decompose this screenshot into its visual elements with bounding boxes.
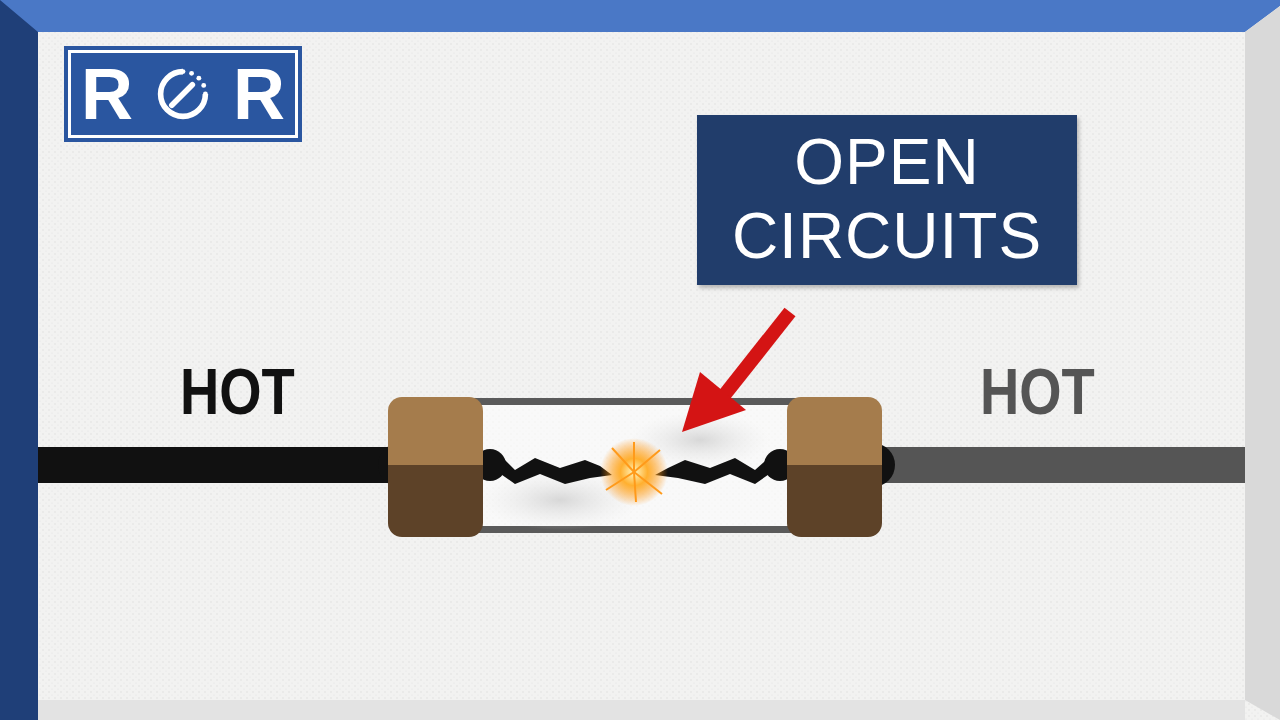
frame-right [1245, 6, 1280, 720]
wire-label: HOT [980, 360, 1095, 424]
frame-left [0, 0, 38, 720]
pointer-arrow [722, 312, 790, 398]
fuse-glass [470, 400, 800, 532]
hot-wire-right [875, 447, 1245, 483]
spark [600, 438, 668, 506]
callout-box: OPEN CIRCUITS [697, 115, 1077, 285]
logo-gauge-icon [155, 66, 211, 122]
glass-top-edge [470, 398, 800, 405]
fuse-cap-right [787, 397, 882, 467]
logo-letter: R [81, 58, 133, 130]
glass-bottom-edge [470, 526, 800, 533]
fuse-cap-left [388, 440, 483, 465]
hot-wire-left [38, 447, 398, 483]
callout-text: OPEN CIRCUITS [722, 126, 1052, 273]
logo-box: RR [68, 50, 298, 138]
pointer-arrow-head [682, 372, 746, 432]
wire-label: HOT [180, 360, 295, 424]
fuse-cap-left [388, 397, 483, 467]
spark-rays [606, 442, 662, 502]
logo-letter: R [233, 58, 285, 130]
frame-bottom [38, 700, 1245, 720]
fuse-cap-right [787, 440, 882, 465]
